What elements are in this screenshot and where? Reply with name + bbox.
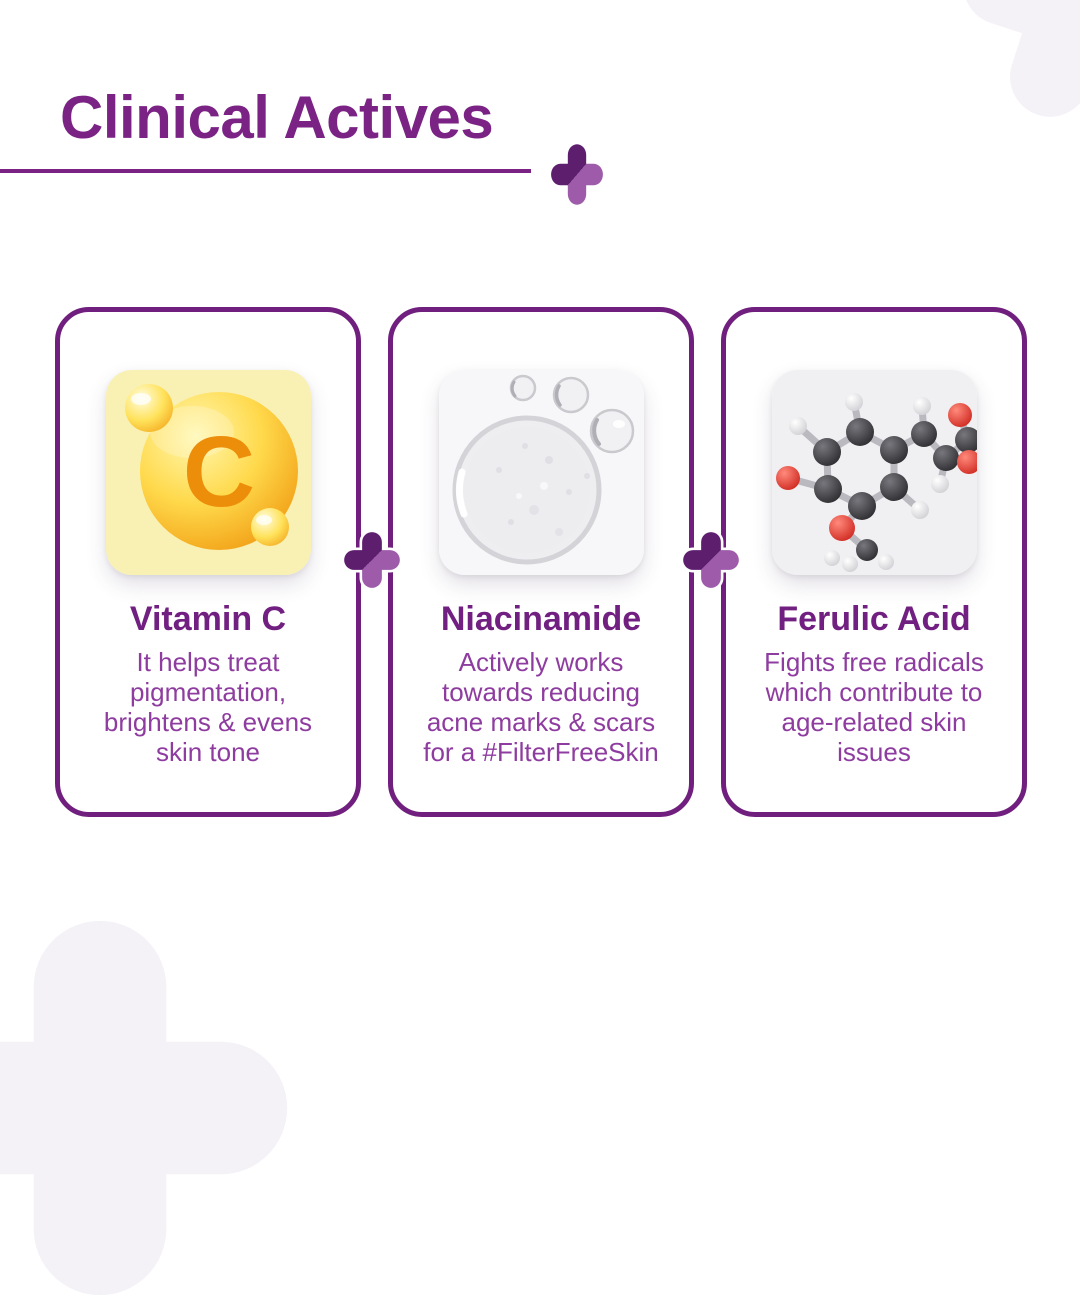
description-line: It helps treat [136, 647, 280, 677]
niacinamide-droplets-illustration-icon [438, 370, 644, 575]
plus-connector-icon [682, 531, 740, 589]
description-line: towards reducing [442, 677, 640, 707]
description-line: Actively works [458, 647, 624, 677]
description-line: brightens & evens [103, 707, 313, 737]
description-line: for a #FilterFreeSkin [423, 737, 659, 767]
description-line: which contribute to [765, 677, 983, 707]
title-underline [0, 169, 531, 173]
card-title: Ferulic Acid [777, 600, 971, 638]
description-line: acne marks & scars [426, 707, 656, 737]
actives-cards: C Vitamin C It helps treat pigmentation,… [55, 307, 1027, 817]
card-title: Vitamin C [129, 600, 287, 638]
card-description: It helps treat pigmentation, brightens &… [104, 647, 312, 767]
page-title: Clinical Actives [60, 84, 494, 151]
card-ferulic-acid: Ferulic Acid Fights free radicals which … [721, 307, 1027, 817]
svg-text:C: C [182, 416, 254, 528]
plus-icon [550, 143, 604, 206]
description-line: age-related skin [781, 707, 967, 737]
corner-decoration-top-right-icon [924, 0, 1080, 156]
card-vitamin-c: C Vitamin C It helps treat pigmentation,… [55, 307, 361, 817]
corner-decoration-bottom-left-icon [0, 913, 295, 1303]
card-description: Fights free radicals which contribute to… [764, 647, 984, 767]
card-title: Niacinamide [440, 600, 642, 638]
card-description: Actively works towards reducing acne mar… [423, 647, 659, 767]
description-line: Fights free radicals [764, 647, 984, 677]
description-line: skin tone [155, 737, 261, 767]
vitamin-c-illustration-icon: C [105, 370, 311, 575]
description-line: issues [837, 737, 911, 767]
description-line: pigmentation, [129, 677, 287, 707]
ferulic-acid-molecule-illustration-icon [771, 370, 977, 575]
plus-connector-icon [343, 531, 401, 589]
card-niacinamide: Niacinamide Actively works towards reduc… [388, 307, 694, 817]
